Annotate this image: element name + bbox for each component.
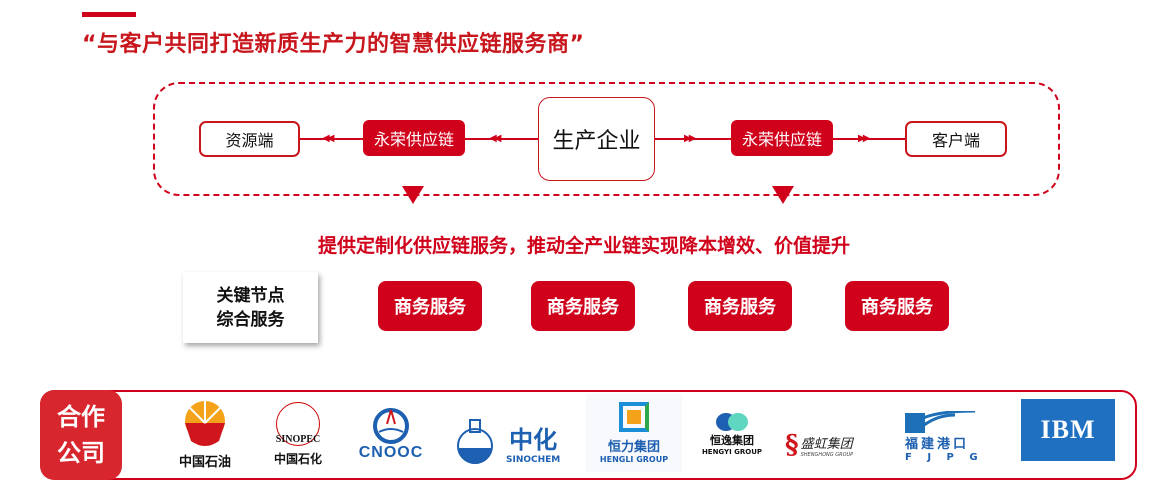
key-node-line1: 关键节点 [216, 285, 285, 306]
logo-text: 中化 [509, 425, 558, 454]
connector [300, 138, 363, 140]
logo-subtext: F J P G [905, 452, 984, 463]
service-box: 商务服务 [378, 281, 482, 331]
logo-text: 中国石化 [273, 451, 322, 466]
down-arrow-icon [402, 186, 424, 204]
logo-text: 盛虹集团 [800, 436, 853, 452]
partners-label-line2: 公司 [57, 439, 105, 467]
logo-text: 恒力集团 [607, 440, 660, 455]
logo-text: IBM [1040, 415, 1096, 444]
resource-end-node: 资源端 [199, 121, 300, 157]
logo-subtext: SHENGHONG GROUP [800, 451, 854, 458]
logo-text: 福建港口 [905, 437, 970, 452]
sinochem-logo: 中化 SINOCHEM [452, 412, 577, 472]
partners-label-line1: 合作 [57, 403, 105, 431]
page-title: “与客户共同打造新质生产力的智慧供应链服务商” [82, 32, 585, 57]
arrow-left-icon: ◀◀ [322, 133, 335, 144]
manufacturer-node: 生产企业 [538, 97, 655, 181]
sinopec-mark: SINOPEC [276, 401, 320, 446]
arrow-left-icon: ◀◀ [489, 133, 502, 144]
supply-chain-frame [153, 82, 1060, 196]
fjpg-emblem-icon [905, 411, 975, 433]
sinopec-logo: SINOPEC 中国石化 [262, 396, 334, 472]
yongrong-chain-right: 永荣供应链 [731, 120, 833, 156]
cnooc-logo: CNOOC [350, 400, 432, 470]
logo-subtext: HENGYI GROUP [701, 448, 763, 456]
fjpg-logo: 福建港口 F J P G [905, 410, 987, 464]
shenghong-emblem-icon: § [785, 430, 799, 460]
logo-text: 恒逸集团 [710, 434, 754, 447]
shenghong-logo: § 盛虹集团 SHENGHONG GROUP [785, 428, 885, 462]
arrow-right-icon: ▶▶ [858, 133, 871, 144]
petrochina-logo: 中国石油 [165, 394, 245, 474]
hengyi-logo: 恒逸集团 HENGYI GROUP [692, 408, 772, 460]
partners-label: 合作 公司 [40, 390, 122, 480]
connector [465, 138, 538, 140]
hengyi-emblem-icon [716, 413, 748, 431]
title-accent-bar [82, 12, 136, 17]
customer-end-node: 客户端 [905, 121, 1007, 157]
logo-text: CNOOC [358, 444, 424, 461]
logo-text: 中国石油 [178, 454, 231, 470]
service-subtitle: 提供定制化供应链服务，推动全产业链实现降本增效、价值提升 [317, 235, 850, 257]
petrochina-emblem-icon [185, 400, 225, 446]
yongrong-chain-left: 永荣供应链 [363, 120, 465, 156]
hengli-logo: 恒力集团 HENGLI GROUP [586, 394, 682, 472]
sinochem-flask-icon [457, 419, 493, 464]
connector [833, 138, 905, 140]
service-box: 商务服务 [531, 281, 635, 331]
connector [655, 138, 731, 140]
hengli-emblem-icon [619, 402, 649, 432]
key-node-line2: 综合服务 [216, 309, 285, 330]
cnooc-emblem-icon [373, 408, 409, 444]
service-box: 商务服务 [688, 281, 792, 331]
ibm-logo: IBM [1021, 399, 1115, 461]
service-box: 商务服务 [845, 281, 949, 331]
logo-subtext: HENGLI GROUP [599, 455, 669, 464]
key-node-card: 关键节点 综合服务 [183, 272, 318, 343]
logo-subtext: SINOCHEM [506, 454, 561, 465]
arrow-right-icon: ▶▶ [684, 133, 697, 144]
down-arrow-icon [772, 186, 794, 204]
